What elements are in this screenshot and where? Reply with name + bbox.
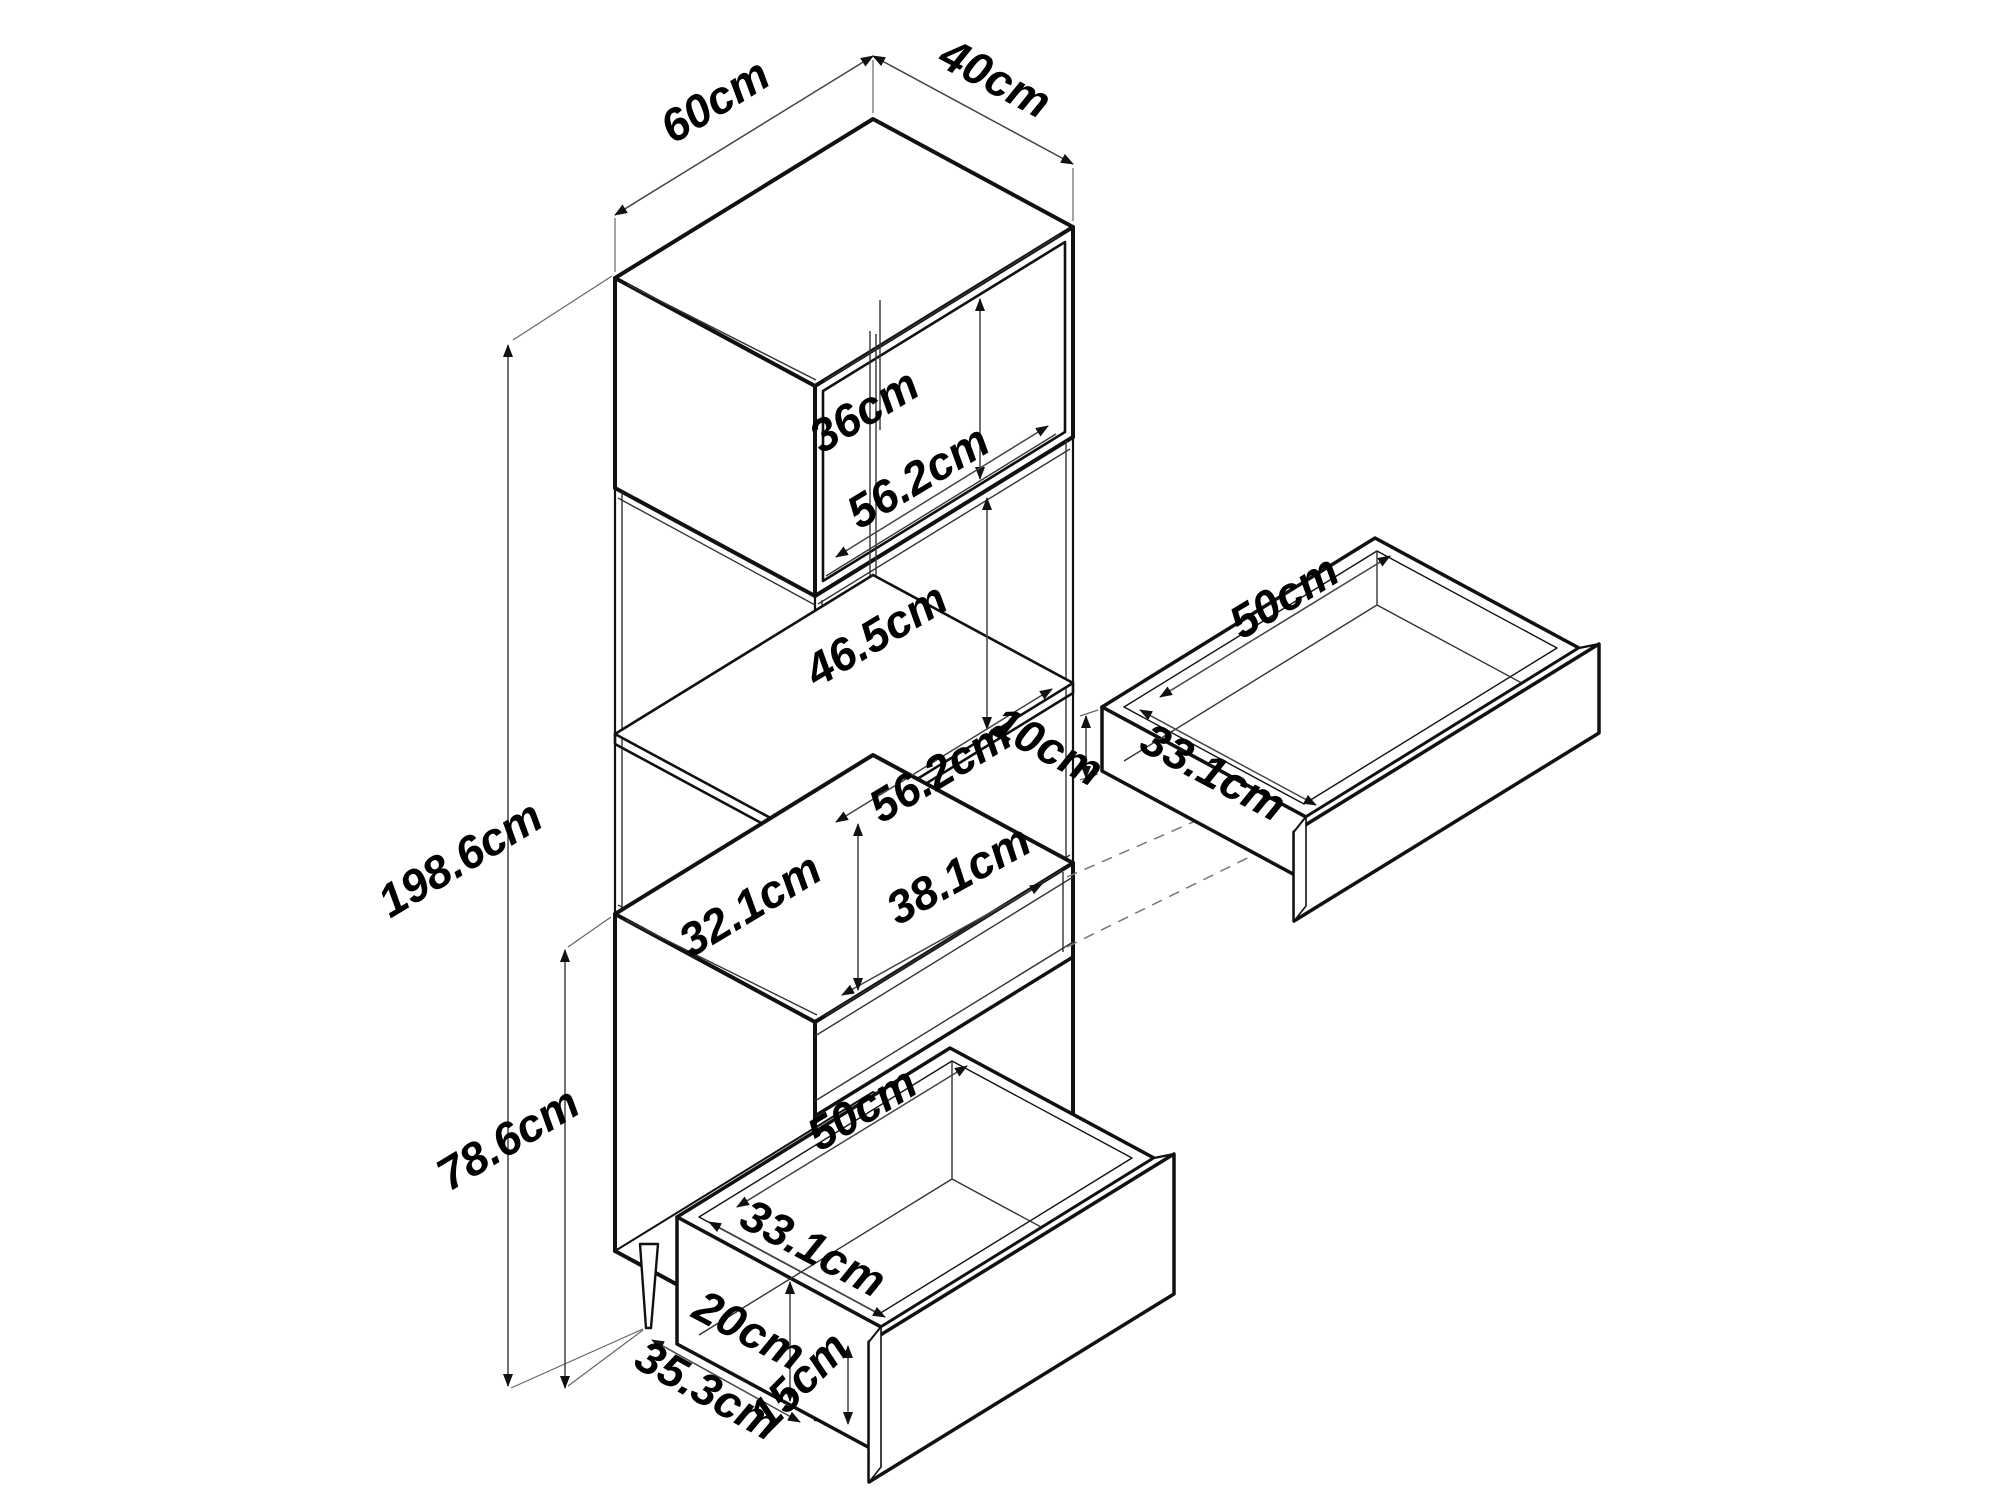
leg-spacing-dim (651, 1339, 801, 1423)
dim-label-overall-height: 198.6cm (369, 789, 551, 927)
shelf-width-dim (835, 688, 1053, 823)
upper-drawer-depth-dim (1139, 709, 1317, 806)
compartment-depth-dim (841, 883, 1043, 996)
lower-drawer-width-dim (736, 1065, 968, 1208)
dim-label-upper-drawer-height: 10cm (983, 695, 1111, 796)
overall-depth-dim (872, 55, 1074, 165)
lower-drawer (675, 1046, 1176, 1484)
lower-drawer-depth-dim (708, 1221, 886, 1318)
top-box-opening (821, 240, 1067, 583)
dimension-lines (503, 55, 1074, 1425)
top-compartment-width-dim (835, 425, 1049, 558)
upper-drawer (1079, 536, 1601, 923)
lower-body-top-face (613, 753, 1075, 1024)
dim-label-overall-width: 60cm (651, 47, 778, 153)
upper-drawer-width-dim (1159, 555, 1391, 698)
top-box-top-face (613, 117, 1075, 388)
cabinet-top-box (613, 117, 1075, 598)
leg-back-left (638, 1242, 660, 1330)
dim-label-overall-depth: 40cm (930, 27, 1059, 129)
overall-width-dim (614, 55, 874, 216)
